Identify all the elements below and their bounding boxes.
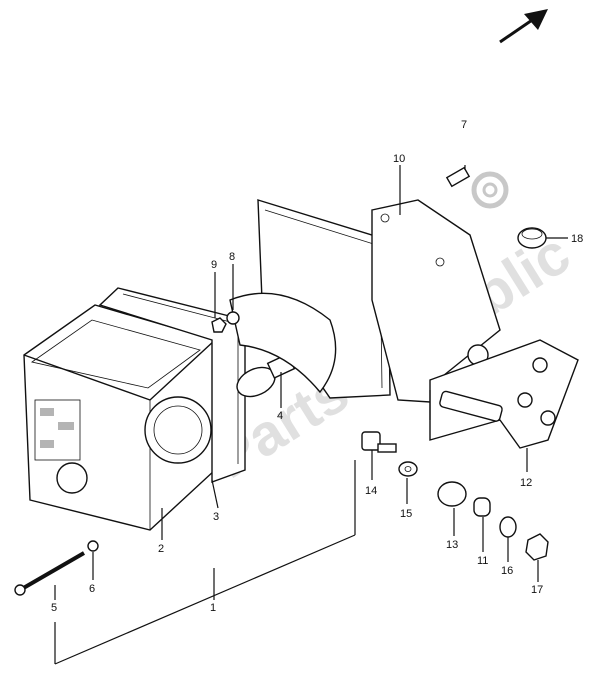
callout-14: 14 [365,485,377,497]
callout-1: 1 [210,602,216,614]
callout-17: 17 [531,584,543,596]
plate-bracket [429,339,579,449]
callouts: 1 2 3 4 5 6 7 8 9 10 11 12 13 14 15 16 1… [51,119,583,614]
arrow-up-right-icon [499,9,548,44]
callout-9: 9 [211,259,217,271]
lamp-body [23,304,216,531]
callout-18: 18 [571,233,583,245]
bulb [236,353,296,398]
gear-icon [471,171,509,209]
callout-3: 3 [213,511,219,523]
lamp-housing [229,199,391,399]
callout-4: 4 [277,410,283,422]
callout-16: 16 [501,565,513,577]
callout-8: 8 [229,251,235,263]
callout-6: 6 [89,583,95,595]
callout-15: 15 [400,508,412,520]
callout-5: 5 [51,602,57,614]
callout-11: 11 [477,555,488,567]
hardware [14,166,549,596]
callout-12: 12 [520,477,532,489]
callout-2: 2 [158,543,164,555]
leader-lines [54,165,568,665]
callout-7: 7 [461,119,467,131]
callout-10: 10 [393,153,405,165]
callout-13: 13 [446,539,458,551]
